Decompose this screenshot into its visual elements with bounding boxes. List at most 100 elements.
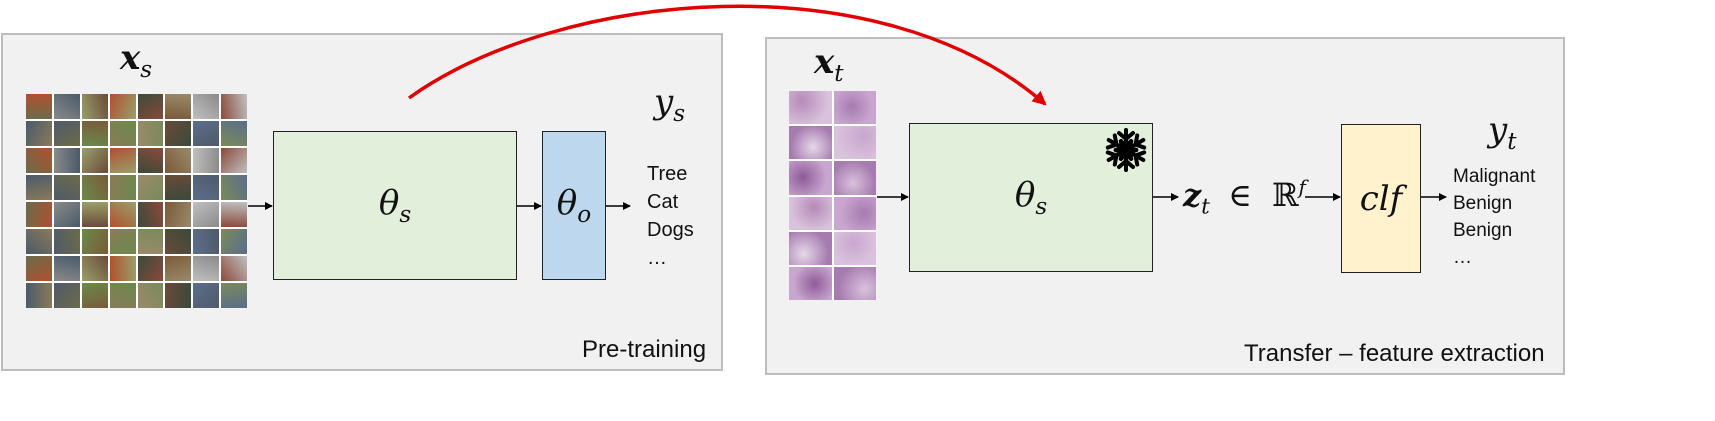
class-label: Benign <box>1453 220 1513 241</box>
target-input-label: xt <box>814 42 844 88</box>
class-label: Cat <box>647 191 679 213</box>
natural-image-thumbnail <box>221 148 247 173</box>
natural-image-thumbnail <box>26 229 52 254</box>
natural-image-thumbnail <box>26 283 52 308</box>
histology-thumbnail <box>833 126 876 160</box>
class-label: Benign <box>1453 193 1513 214</box>
natural-image-thumbnail <box>81 148 108 173</box>
natural-image-thumbnail <box>221 94 247 119</box>
histology-thumbnail <box>833 91 876 125</box>
histology-thumbnail <box>833 231 876 265</box>
natural-image-thumbnail <box>26 94 52 119</box>
natural-image-thumbnail <box>81 283 108 308</box>
natural-image-thumbnail <box>137 121 164 146</box>
natural-image-thumbnail <box>81 256 108 281</box>
natural-image-thumbnail <box>165 121 192 146</box>
natural-image-thumbnail <box>193 283 220 308</box>
natural-image-thumbnail <box>137 94 164 119</box>
class-label: Malignant <box>1453 166 1536 187</box>
natural-image-thumbnail <box>165 256 192 281</box>
natural-image-thumbnail <box>53 148 80 173</box>
output-head-label: θo <box>556 182 592 229</box>
histology-thumbnail <box>789 266 832 300</box>
natural-image-thumbnail <box>26 175 52 200</box>
natural-image-thumbnail <box>109 283 136 308</box>
natural-image-thumbnail <box>193 121 220 146</box>
natural-image-thumbnail <box>53 121 80 146</box>
natural-image-thumbnail <box>81 229 108 254</box>
natural-image-thumbnail <box>53 256 80 281</box>
histology-image-grid <box>789 91 876 300</box>
natural-image-thumbnail <box>109 229 136 254</box>
natural-image-thumbnail <box>26 202 52 227</box>
class-label: … <box>647 247 667 269</box>
natural-image-thumbnail <box>221 256 247 281</box>
class-label: Tree <box>647 163 688 185</box>
natural-image-thumbnail <box>193 94 220 119</box>
natural-image-thumbnail <box>53 202 80 227</box>
target-class-labels: Malignant Benign Benign … <box>1453 163 1535 271</box>
natural-image-thumbnail <box>165 202 192 227</box>
natural-image-thumbnail <box>165 148 192 173</box>
natural-image-thumbnail <box>109 94 136 119</box>
natural-image-thumbnail <box>221 283 247 308</box>
natural-image-thumbnail <box>137 202 164 227</box>
classifier-box: clf <box>1341 124 1421 273</box>
class-label: Dogs <box>647 219 694 241</box>
natural-image-thumbnail <box>193 175 220 200</box>
classifier-label: clf <box>1359 178 1403 219</box>
source-class-labels: Tree Cat Dogs … <box>647 160 694 272</box>
snowflake-icon <box>1103 128 1149 172</box>
natural-image-thumbnail <box>165 283 192 308</box>
natural-image-thumbnail <box>81 94 108 119</box>
natural-image-thumbnail <box>81 121 108 146</box>
transfer-caption: Transfer – feature extraction <box>1244 340 1545 367</box>
histology-thumbnail <box>789 231 832 265</box>
histology-thumbnail <box>789 126 832 160</box>
natural-image-thumbnail <box>53 175 80 200</box>
source-model-box: θs <box>273 131 517 280</box>
feature-vector-label: zt ∈ ℝf <box>1183 176 1306 220</box>
natural-image-thumbnail <box>53 94 80 119</box>
natural-image-thumbnail <box>109 148 136 173</box>
histology-thumbnail <box>833 196 876 230</box>
source-input-label: xs <box>120 38 153 84</box>
natural-image-thumbnail <box>193 202 220 227</box>
histology-thumbnail <box>833 161 876 195</box>
natural-image-thumbnail <box>26 148 52 173</box>
transfer-weights-arrow <box>407 4 1047 106</box>
natural-image-thumbnail <box>109 256 136 281</box>
natural-image-thumbnail <box>137 283 164 308</box>
natural-image-thumbnail <box>109 121 136 146</box>
natural-image-thumbnail <box>165 94 192 119</box>
source-model-label: θs <box>378 182 412 229</box>
natural-image-thumbnail <box>81 202 108 227</box>
histology-thumbnail <box>789 196 832 230</box>
histology-thumbnail <box>789 91 832 125</box>
natural-image-grid <box>26 94 247 308</box>
natural-image-thumbnail <box>26 256 52 281</box>
natural-image-thumbnail <box>109 202 136 227</box>
output-head-box: θo <box>542 131 606 280</box>
histology-thumbnail <box>789 161 832 195</box>
natural-image-thumbnail <box>165 229 192 254</box>
source-output-label: ys <box>654 82 686 128</box>
target-output-label: yt <box>1488 110 1517 156</box>
natural-image-thumbnail <box>137 229 164 254</box>
natural-image-thumbnail <box>193 229 220 254</box>
natural-image-thumbnail <box>193 256 220 281</box>
natural-image-thumbnail <box>193 148 220 173</box>
natural-image-thumbnail <box>221 202 247 227</box>
natural-image-thumbnail <box>137 256 164 281</box>
natural-image-thumbnail <box>137 148 164 173</box>
natural-image-thumbnail <box>53 229 80 254</box>
natural-image-thumbnail <box>137 175 164 200</box>
natural-image-thumbnail <box>165 175 192 200</box>
natural-image-thumbnail <box>53 283 80 308</box>
natural-image-thumbnail <box>221 229 247 254</box>
natural-image-thumbnail <box>109 175 136 200</box>
natural-image-thumbnail <box>81 175 108 200</box>
natural-image-thumbnail <box>221 175 247 200</box>
natural-image-thumbnail <box>221 121 247 146</box>
